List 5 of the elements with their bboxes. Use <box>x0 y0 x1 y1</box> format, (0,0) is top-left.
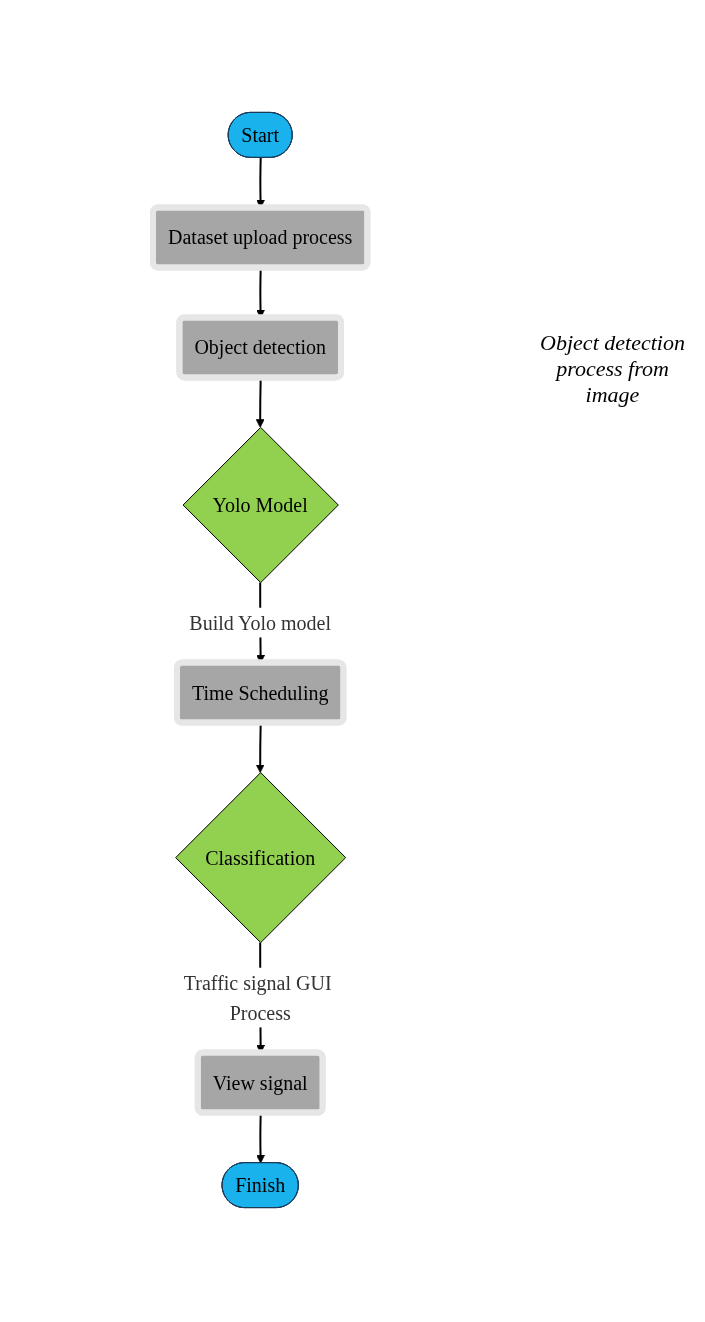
node-diamond: Yolo Model <box>182 426 339 584</box>
note-text: Object detection process from image <box>539 330 686 408</box>
node-diamond: Classification <box>175 772 346 944</box>
edge-label: Traffic signal GUI Process <box>183 971 332 1024</box>
edge-label: Build Yolo model <box>189 611 331 634</box>
